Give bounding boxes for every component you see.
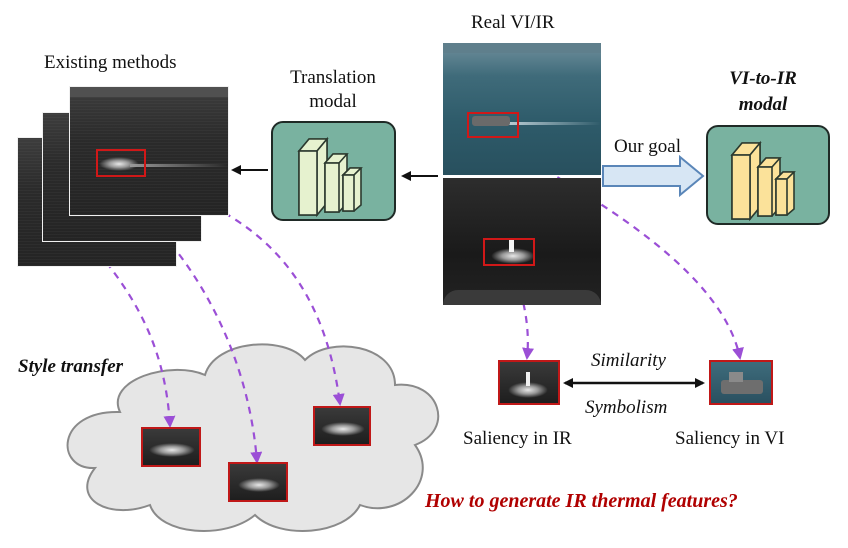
style-transfer-thumb-c [313, 406, 371, 446]
saliency-vi-thumbnail [709, 360, 773, 405]
translation-modal-box [271, 121, 396, 221]
dashed-arrow-existing-to-thumb-a [89, 241, 176, 428]
real-infrared-image [443, 178, 601, 305]
vi-to-ir-modal-box [706, 125, 830, 225]
existing-method-frame-front [69, 86, 229, 216]
translation-modal-label-line1: Translation [290, 67, 376, 88]
existing-target-box [96, 149, 146, 177]
layered-network-icon [297, 136, 363, 218]
vi-target-box [467, 112, 519, 138]
existing-methods-label: Existing methods [44, 52, 177, 73]
similarity-label: Similarity [591, 350, 666, 371]
ir-target-box [483, 238, 535, 266]
style-transfer-label: Style transfer [18, 356, 124, 377]
goal-block-arrow [602, 154, 705, 198]
saliency-ir-thumbnail [498, 360, 560, 405]
dashed-arrow-vi-to-saliency-vi [489, 137, 744, 360]
dashed-arrow-existing-to-thumb-c [114, 170, 345, 406]
symbolism-label: Symbolism [585, 397, 668, 418]
style-transfer-thumb-a [141, 427, 201, 467]
real-visible-image [443, 43, 601, 175]
translation-modal-label: Translation modal [268, 66, 398, 114]
style-transfer-thumb-b [228, 462, 288, 502]
vi-to-ir-label-line2: modal [738, 94, 788, 115]
saliency-vi-label: Saliency in VI [675, 428, 785, 449]
vi-to-ir-label-line1: VI-to-IR [729, 68, 797, 89]
style-transfer-cloud [66, 343, 440, 532]
translation-modal-label-line2: modal [309, 91, 357, 112]
our-goal-label: Our goal [614, 136, 682, 157]
layered-network-icon [730, 140, 796, 222]
real-vi-ir-label: Real VI/IR [471, 12, 555, 33]
vi-to-ir-modal-label: VI-to-IR modal [698, 66, 828, 118]
saliency-ir-label: Saliency in IR [463, 428, 572, 449]
question-text: How to generate IR thermal features? [425, 490, 738, 512]
